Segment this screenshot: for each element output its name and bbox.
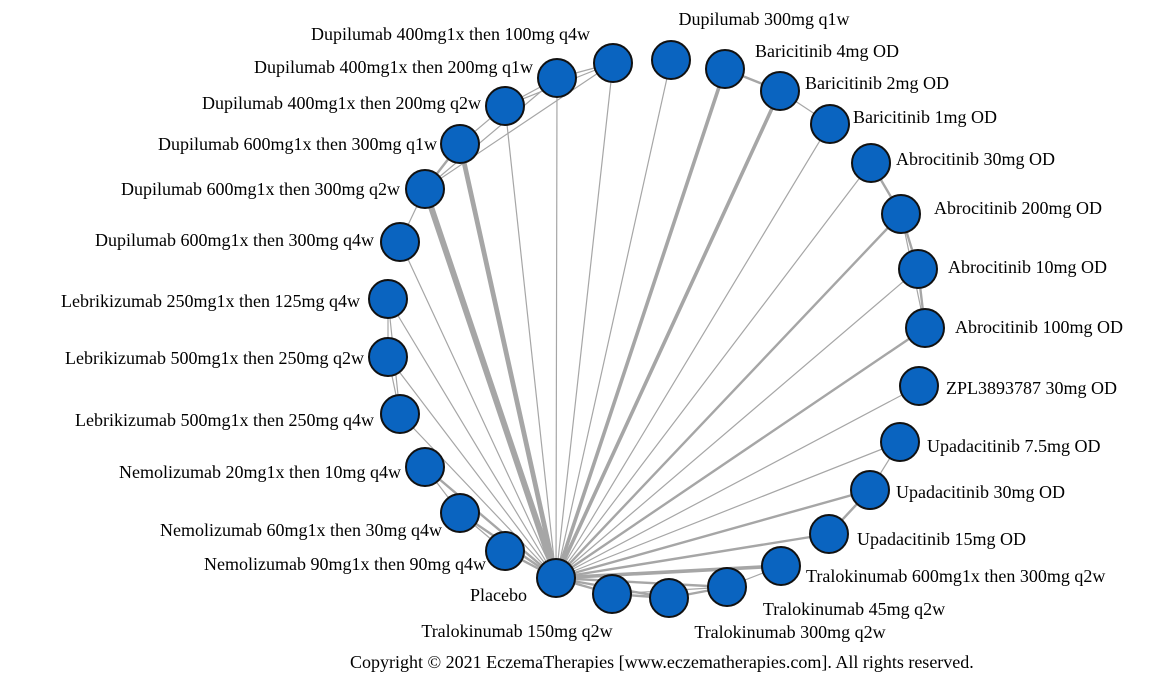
node-dupi400x100q4w — [593, 43, 633, 83]
edge-placebo-dupi400x100q4w — [555, 62, 614, 579]
node-label-dupi600x300q2w: Dupilumab 600mg1x then 300mg q2w — [121, 179, 400, 199]
node-label-bari1: Baricitinib 1mg OD — [853, 107, 997, 127]
node-lebri500x250q4w — [380, 394, 420, 434]
node-zpl30 — [899, 366, 939, 406]
node-label-dupi600x300q4w: Dupilumab 600mg1x then 300mg q4w — [95, 230, 374, 250]
node-lebri500x250q2w — [368, 337, 408, 377]
edge-placebo-abro30 — [555, 162, 872, 579]
node-bari4 — [705, 49, 745, 89]
node-label-lebri500x250q2w: Lebrikizumab 500mg1x then 250mg q2w — [65, 348, 364, 368]
node-label-lebri250x125q4w: Lebrikizumab 250mg1x then 125mg q4w — [61, 291, 360, 311]
edge-placebo-abro200 — [554, 212, 903, 580]
node-label-placebo: Placebo — [470, 585, 527, 605]
node-label-tral150q2w: Tralokinumab 150mg q2w — [421, 621, 612, 641]
node-label-abro200: Abrocitinib 200mg OD — [934, 198, 1102, 218]
node-label-zpl30: ZPL3893787 30mg OD — [946, 378, 1117, 398]
edge-placebo-bari2 — [554, 89, 782, 580]
node-tral300q2w — [649, 578, 689, 618]
node-label-abro10: Abrocitinib 10mg OD — [948, 257, 1107, 277]
node-label-lebri500x250q4w: Lebrikizumab 500mg1x then 250mg q4w — [75, 410, 374, 430]
edge-dupi400x100q4w-dupi600x300q2w — [424, 62, 614, 190]
node-label-dupi400x200q2w: Dupilumab 400mg1x then 200mg q2w — [202, 93, 481, 113]
node-abro200 — [881, 194, 921, 234]
node-abro10 — [898, 249, 938, 289]
edge-placebo-dupi400x200q1w — [555, 77, 558, 579]
edge-placebo-lebri250x125q4w — [387, 298, 557, 579]
node-abro30 — [851, 143, 891, 183]
edges-layer — [387, 59, 927, 600]
edge-placebo-bari4 — [554, 67, 727, 580]
node-placebo — [536, 558, 576, 598]
node-label-bari2: Baricitinib 2mg OD — [805, 73, 949, 93]
node-label-dupi400x100q4w: Dupilumab 400mg1x then 100mg q4w — [311, 24, 590, 44]
node-label-nemo20x10q4w: Nemolizumab 20mg1x then 10mg q4w — [119, 462, 401, 482]
node-label-dupi300q1w: Dupilumab 300mg q1w — [679, 9, 850, 29]
node-dupi600x300q1w — [440, 124, 480, 164]
nodes-layer — [368, 40, 945, 618]
edge-placebo-lebri500x250q4w — [399, 413, 557, 579]
node-upa30 — [850, 470, 890, 510]
edge-placebo-zpl30 — [555, 385, 920, 579]
node-label-nemo60x30q4w: Nemolizumab 60mg1x then 30mg q4w — [160, 520, 442, 540]
node-label-tral600x300q2w: Tralokinumab 600mg1x then 300mg q2w — [806, 566, 1105, 586]
node-dupi400x200q2w — [485, 86, 525, 126]
node-upa15 — [809, 514, 849, 554]
copyright-footer: Copyright © 2021 EczemaTherapies [www.ec… — [350, 652, 974, 672]
node-upa7_5 — [880, 422, 920, 462]
edge-placebo-dupi300q1w — [555, 59, 672, 579]
node-label-upa30: Upadacitinib 30mg OD — [896, 482, 1065, 502]
node-nemo60x30q4w — [440, 493, 480, 533]
node-label-nemo90x90q4w: Nemolizumab 90mg1x then 90mg q4w — [204, 554, 486, 574]
edge-placebo-dupi600x300q1w — [457, 141, 559, 581]
node-dupi300q1w — [651, 40, 691, 80]
node-label-tral45q2w: Tralokinumab 45mg q2w — [763, 599, 945, 619]
edge-placebo-bari1 — [555, 123, 831, 579]
edge-placebo-dupi600x300q4w — [399, 241, 557, 579]
edge-placebo-upa30 — [554, 488, 872, 580]
node-label-upa15: Upadacitinib 15mg OD — [857, 529, 1026, 549]
node-nemo90x90q4w — [485, 531, 525, 571]
node-label-bari4: Baricitinib 4mg OD — [755, 41, 899, 61]
node-label-tral300q2w: Tralokinumab 300mg q2w — [694, 622, 885, 642]
node-abro100 — [905, 308, 945, 348]
edge-dupi400x200q1w-dupi600x300q2w — [424, 77, 558, 190]
node-dupi600x300q4w — [380, 222, 420, 262]
edge-placebo-dupi400x200q2w — [504, 105, 557, 579]
edge-placebo-nemo20x10q4w — [423, 465, 558, 580]
node-dupi400x200q1w — [537, 58, 577, 98]
node-nemo20x10q4w — [405, 447, 445, 487]
node-label-abro30: Abrocitinib 30mg OD — [896, 149, 1055, 169]
node-tral45q2w — [707, 567, 747, 607]
edge-placebo-upa15 — [554, 532, 831, 580]
node-bari1 — [810, 104, 850, 144]
edge-placebo-tral45q2w — [554, 576, 729, 589]
node-lebri250x125q4w — [368, 279, 408, 319]
node-label-dupi600x300q1w: Dupilumab 600mg1x then 300mg q1w — [158, 134, 437, 154]
node-tral600x300q2w — [761, 546, 801, 586]
node-tral150q2w — [592, 574, 632, 614]
edge-placebo-abro100 — [554, 326, 927, 580]
edge-placebo-upa7_5 — [555, 441, 901, 579]
edge-placebo-dupi600x300q2w — [422, 186, 559, 581]
edge-placebo-lebri500x250q2w — [387, 356, 557, 579]
node-label-dupi400x200q1w: Dupilumab 400mg1x then 200mg q1w — [254, 57, 533, 77]
edge-placebo-tral600x300q2w — [554, 564, 783, 580]
node-dupi600x300q2w — [405, 169, 445, 209]
node-bari2 — [760, 71, 800, 111]
node-label-upa7_5: Upadacitinib 7.5mg OD — [927, 436, 1100, 456]
node-label-abro100: Abrocitinib 100mg OD — [955, 317, 1123, 337]
edge-placebo-abro10 — [555, 268, 919, 579]
